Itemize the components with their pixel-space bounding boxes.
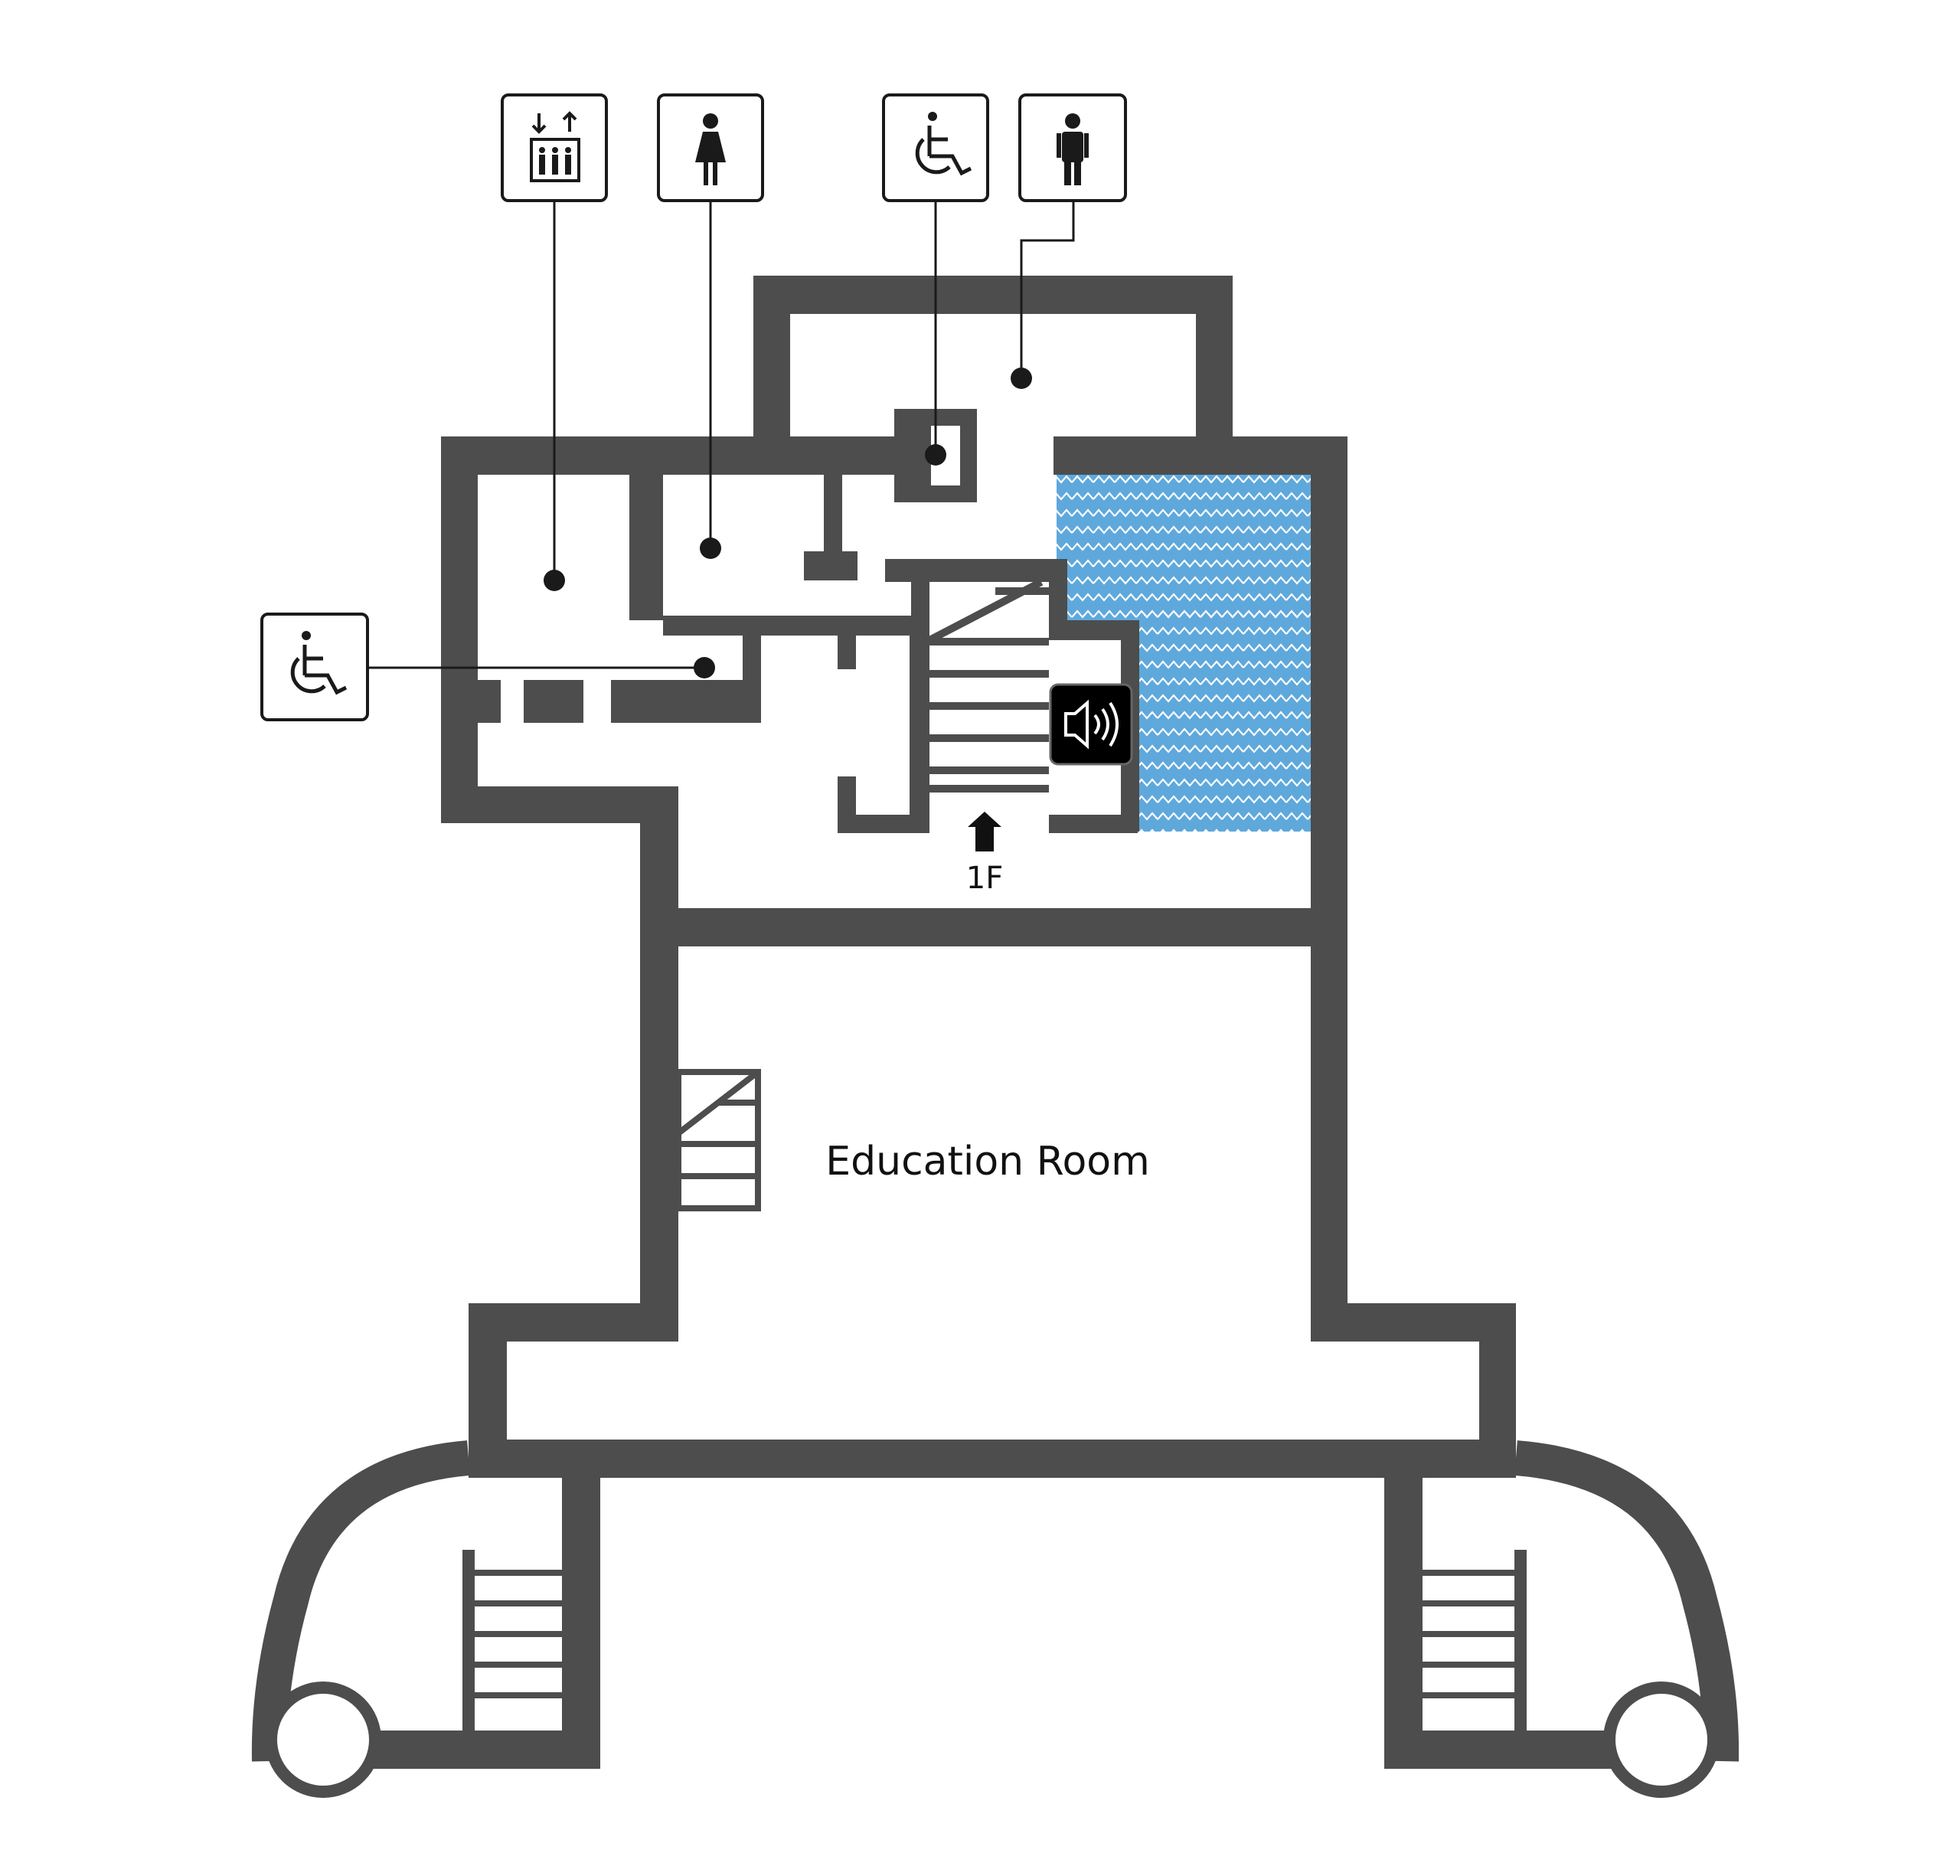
accessible-icon[interactable] (260, 613, 369, 721)
leader-lines (368, 201, 1075, 669)
main-staircase (927, 578, 1049, 793)
water-feature (1057, 475, 1311, 832)
arrow-up-icon (968, 812, 1001, 851)
accessible-restroom-icon[interactable] (882, 93, 989, 202)
mens-restroom-icon[interactable] (1018, 93, 1127, 202)
speaker-icon[interactable] (1049, 683, 1133, 766)
walls (368, 276, 1617, 1769)
womens-restroom-icon[interactable] (657, 93, 764, 202)
curved-arms (251, 1440, 1740, 1762)
side-staircase (675, 1069, 761, 1211)
floor-label-1f: 1F (966, 861, 1003, 896)
leader-dots (544, 368, 1032, 678)
corner-circles (265, 1682, 1720, 1798)
elevator-icon[interactable] (501, 93, 608, 202)
room-label-education: Education Room (825, 1139, 1150, 1185)
right-tower-stairs (1423, 1570, 1516, 1698)
left-tower-stairs (469, 1570, 562, 1698)
